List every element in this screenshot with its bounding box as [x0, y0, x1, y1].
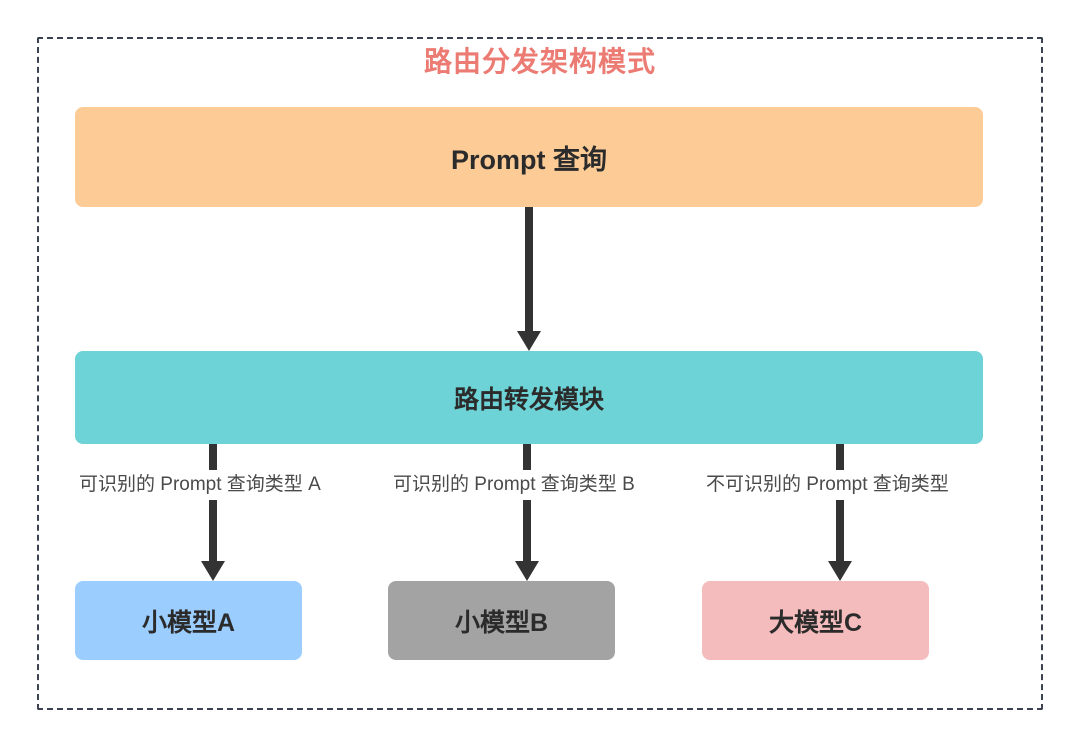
dashed-group-frame [37, 37, 1043, 710]
arrow-head-icon [517, 331, 541, 351]
arrow-head-icon [201, 561, 225, 581]
edge-label-branch-a: 可识别的 Prompt 查询类型 A [76, 470, 324, 500]
arrow-head-icon [515, 561, 539, 581]
node-small-model-b[interactable]: 小模型B [388, 581, 615, 660]
edge-label-branch-c: 不可识别的 Prompt 查询类型 [703, 470, 952, 500]
node-prompt-query[interactable]: Prompt 查询 [75, 107, 983, 207]
arrow-head-icon [828, 561, 852, 581]
node-small-model-a[interactable]: 小模型A [75, 581, 302, 660]
node-router-module[interactable]: 路由转发模块 [75, 351, 983, 444]
arrow-shaft [836, 444, 844, 561]
arrow-shaft [209, 444, 217, 561]
diagram-title: 路由分发架构模式 [423, 46, 656, 77]
arrow-shaft [525, 207, 533, 331]
arrow-shaft [523, 444, 531, 561]
edge-label-branch-b: 可识别的 Prompt 查询类型 B [390, 470, 638, 500]
node-large-model-c[interactable]: 大模型C [702, 581, 929, 660]
